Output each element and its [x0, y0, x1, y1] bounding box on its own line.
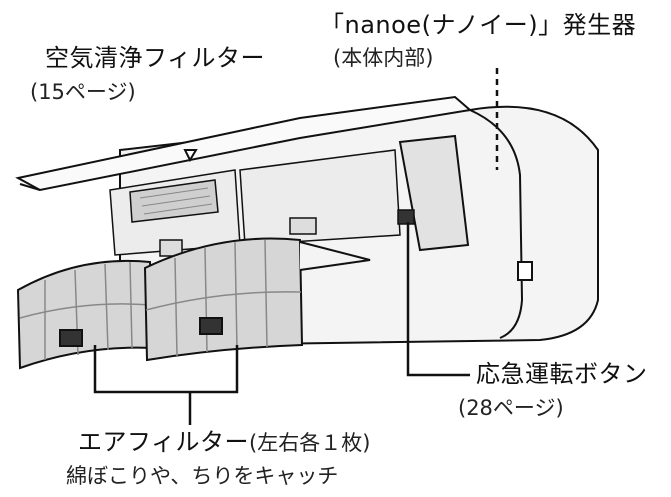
air-filter-note: 綿ぼこりや、ちりをキャッチ: [66, 464, 339, 488]
air-filter-title: エアフィルター: [78, 428, 250, 456]
air-purify-filter: [129, 179, 219, 223]
leader-lines: [93, 68, 499, 425]
air-purify-filter-title: 空気清浄フィルター: [45, 44, 266, 72]
nanoe-note: (本体内部): [333, 46, 434, 70]
air-filter-right: [143, 237, 371, 362]
filter-bracket: [93, 345, 239, 394]
air-purify-filter-note: (15ページ): [30, 80, 136, 104]
air-filter-left: [16, 259, 154, 370]
front-panel-open: [15, 95, 473, 192]
emergency-button-mark: [397, 209, 415, 225]
emergency-button-note: (28ページ): [458, 396, 564, 420]
emergency-leader: [406, 222, 470, 377]
air-filter-heading: エアフィルター(左右各１枚): [78, 430, 370, 454]
nanoe-title: 「nanoe(ナノイー)」発生器: [320, 11, 637, 39]
emergency-button-title: 応急運転ボタン: [476, 360, 648, 388]
air-filter-count: (左右各１枚): [249, 431, 371, 455]
panel-triangle-mark: [183, 149, 198, 163]
